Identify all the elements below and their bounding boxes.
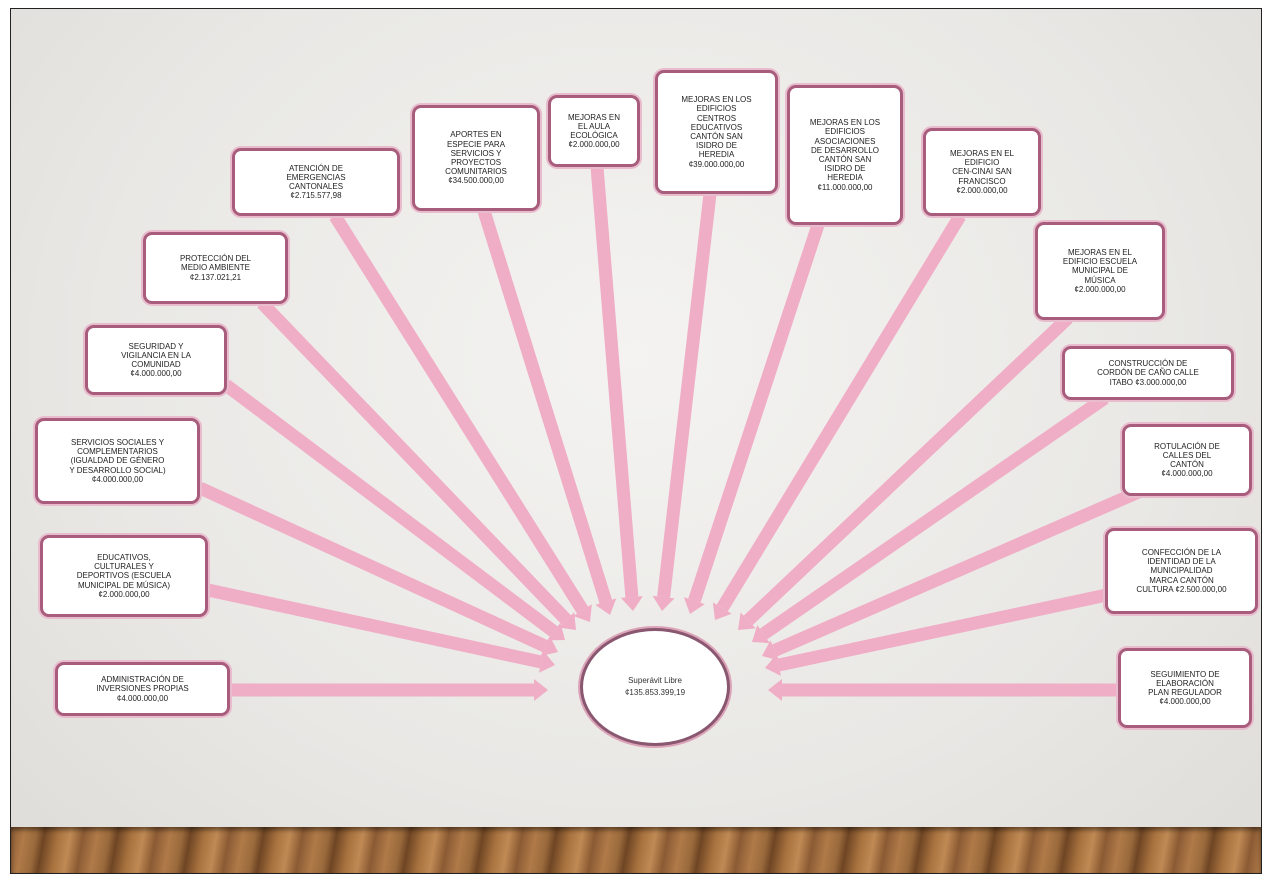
node-servicios-sociales: SERVICIOS SOCIALES Y COMPLEMENTARIOS (IG… — [35, 418, 200, 504]
node-proteccion-ambiente: PROTECCIÓN DEL MEDIO AMBIENTE ¢2.137.021… — [143, 232, 288, 304]
connector-arrowhead — [765, 654, 781, 676]
connector-arrowhead — [573, 604, 592, 622]
node-escuela-musica: MEJORAS EN EL EDIFICIO ESCUELA MUNICIPAL… — [1035, 222, 1165, 320]
connector-arrow — [590, 166, 639, 598]
connector-arrowhead — [712, 602, 732, 620]
node-label: SEGURIDAD Y VIGILANCIA EN LA COMUNIDAD ¢… — [121, 341, 191, 379]
connector-arrowhead — [620, 596, 643, 611]
connector-arrow — [743, 313, 1073, 626]
connector-arrowhead — [762, 640, 780, 661]
node-rotulacion-calles: ROTULACIÓN DE CALLES DEL CANTÓN ¢4.000.0… — [1122, 424, 1252, 496]
node-aula-ecologica: MEJORAS EN EL AULA ECOLÓGICA ¢2.000.000,… — [548, 95, 640, 167]
connector-arrowhead — [768, 679, 782, 701]
connector-arrow — [257, 298, 571, 625]
node-label: ADMINISTRACIÓN DE INVERSIONES PROPIAS ¢4… — [96, 675, 189, 703]
connector-arrow — [716, 212, 966, 612]
connector-arrow — [206, 583, 543, 669]
node-label: ATENCIÓN DE EMERGENCIAS CANTONALES ¢2.71… — [286, 163, 346, 201]
node-admin-inversiones: ADMINISTRACIÓN DE INVERSIONES PROPIAS ¢4… — [55, 662, 230, 716]
node-label: SERVICIOS SOCIALES Y COMPLEMENTARIOS (IG… — [69, 438, 166, 484]
node-centros-educativos: MEJORAS EN LOS EDIFICIOS CENTROS EDUCATI… — [655, 70, 778, 194]
node-label: EDUCATIVOS, CULTURALES Y DEPORTIVOS (ESC… — [76, 553, 172, 599]
connector-arrowhead — [595, 598, 617, 615]
connector-arrow — [772, 481, 1153, 657]
node-label: ROTULACIÓN DE CALLES DEL CANTÓN ¢4.000.0… — [1154, 441, 1220, 479]
node-label: MEJORAS EN LOS EDIFICIOS CENTROS EDUCATI… — [681, 95, 752, 169]
connector-arrowhead — [652, 595, 675, 611]
connector-arrowhead — [534, 679, 548, 701]
node-asociaciones-desarrollo: MEJORAS EN LOS EDIFICIOS ASOCIACIONES DE… — [787, 85, 903, 225]
connector-arrow — [197, 482, 548, 653]
node-label: CONFECCIÓN DE LA IDENTIDAD DE LA MUNICIP… — [1136, 548, 1227, 594]
node-aportes-especie: APORTES EN ESPECIE PARA SERVICIOS Y PROY… — [412, 105, 540, 211]
connector-arrow — [688, 222, 825, 603]
node-cen-cinai: MEJORAS EN EL EDIFICIO CEN-CINAI SAN FRA… — [923, 128, 1041, 216]
node-seguridad-vigilancia: SEGURIDAD Y VIGILANCIA EN LA COMUNIDAD ¢… — [85, 325, 227, 395]
node-atencion-emergencias: ATENCIÓN DE EMERGENCIAS CANTONALES ¢2.71… — [232, 148, 400, 216]
connector-arrowhead — [683, 597, 705, 614]
connector-arrow — [777, 583, 1132, 672]
node-label: SEGUIMIENTO DE ELABORACIÓN PLAN REGULADO… — [1148, 669, 1222, 707]
node-label: APORTES EN ESPECIE PARA SERVICIOS Y PROY… — [445, 130, 507, 186]
node-label: MEJORAS EN EL EDIFICIO CEN-CINAI SAN FRA… — [949, 149, 1014, 195]
wood-floor-decoration — [11, 827, 1261, 873]
center-title: Superávit Libre — [628, 676, 682, 685]
center-node-superavit: Superávit Libre ¢135.853.399,19 — [580, 628, 730, 746]
connector-arrowhead — [738, 612, 756, 630]
connector-arrowhead — [558, 612, 576, 630]
node-label: CONSTRUCCIÓN DE CORDÓN DE CAÑO CALLE ITA… — [1097, 359, 1199, 387]
node-educativos-culturales: EDUCATIVOS, CULTURALES Y DEPORTIVOS (ESC… — [40, 535, 208, 617]
node-label: PROTECCIÓN DEL MEDIO AMBIENTE ¢2.137.021… — [179, 254, 252, 282]
connector-arrow — [477, 209, 613, 604]
connector-arrowhead — [540, 636, 558, 657]
connector-arrow — [759, 392, 1109, 640]
connector-arrowhead — [538, 651, 555, 673]
node-identidad-municipalidad: CONFECCIÓN DE LA IDENTIDAD DE LA MUNICIP… — [1105, 528, 1258, 614]
center-amount: ¢135.853.399,19 — [624, 688, 686, 697]
node-plan-regulador: SEGUIMIENTO DE ELABORACIÓN PLAN REGULADO… — [1118, 648, 1252, 728]
node-label: MEJORAS EN EL AULA ECOLÓGICA ¢2.000.000,… — [567, 112, 620, 150]
connector-arrowhead — [752, 624, 770, 644]
node-label: MEJORAS EN LOS EDIFICIOS ASOCIACIONES DE… — [809, 118, 881, 192]
node-cordon-cano: CONSTRUCCIÓN DE CORDÓN DE CAÑO CALLE ITA… — [1062, 346, 1234, 400]
connector-arrow — [222, 379, 558, 637]
connector-arrow — [657, 193, 717, 598]
connector-arrow — [329, 212, 589, 614]
node-label: MEJORAS EN EL EDIFICIO ESCUELA MUNICIPAL… — [1062, 248, 1138, 294]
